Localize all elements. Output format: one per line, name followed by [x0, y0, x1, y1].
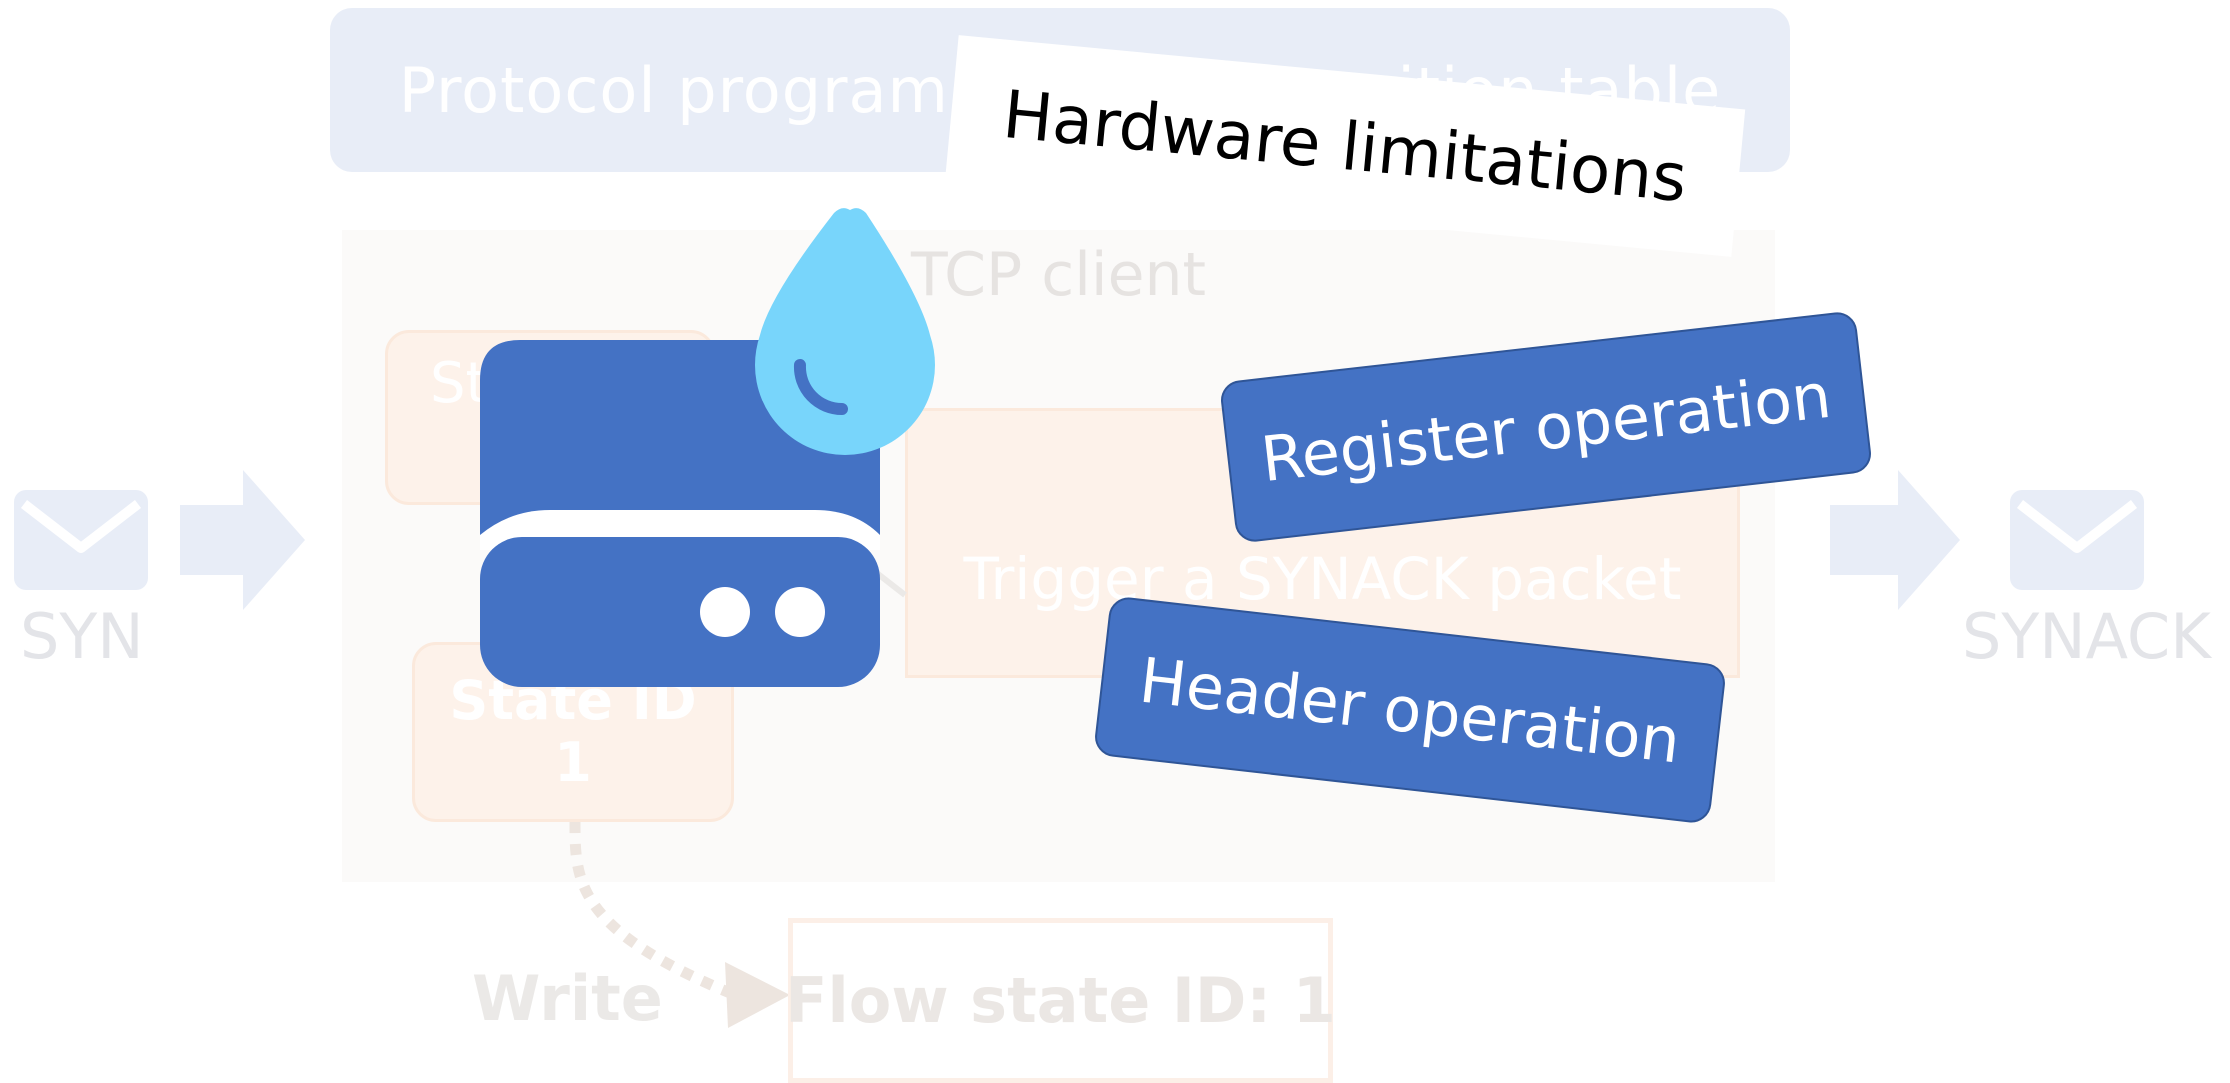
tcp-client-title: TCP client [910, 240, 1207, 310]
flow-state-label: Flow state ID: 1 [785, 964, 1336, 1037]
write-arrowhead [725, 962, 790, 1028]
syn-label: SYN [20, 600, 144, 673]
syn-envelope-icon [14, 490, 148, 590]
register-operation-label: Register operation [1257, 358, 1835, 496]
input-arrow [180, 470, 305, 610]
action-box-line2: Trigger a SYNACK packet [963, 545, 1682, 613]
output-arrow [1830, 470, 1960, 610]
state-box-0-label: St [430, 351, 488, 416]
synack-envelope-icon [2010, 490, 2144, 590]
header-operation-label: Header operation [1136, 642, 1684, 778]
write-label: Write [472, 962, 663, 1035]
server-drop-icon [480, 208, 935, 687]
write-arrow [569, 821, 738, 1001]
synack-label: SYNACK [1962, 600, 2211, 673]
state-box-1-line2: 1 [554, 731, 592, 794]
hardware-limitations-title: Hardware limitations [999, 75, 1691, 217]
flow-state-box: Flow state ID: 1 [785, 918, 1336, 1083]
